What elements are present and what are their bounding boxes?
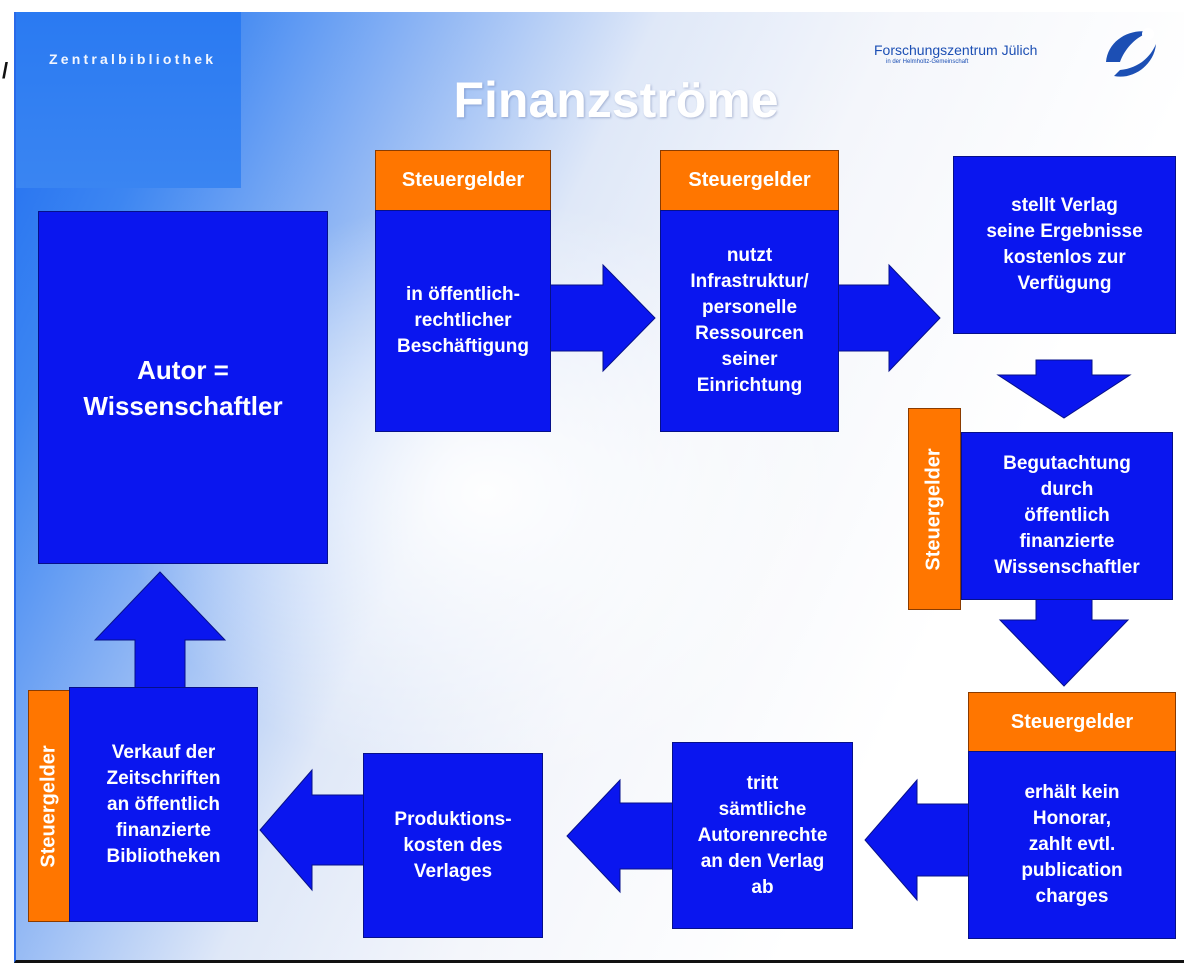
corner-panel [16, 12, 241, 188]
arrow-employment-to-infrastructure [547, 263, 656, 373]
arrow-review-to-nofee [998, 597, 1130, 687]
edge-mark: / [2, 58, 9, 83]
arrow-publisher-to-review [996, 359, 1132, 419]
juelich-logo-icon [1106, 28, 1156, 77]
arrow-nofee-to-rights [864, 778, 973, 902]
organization-subtitle: in der Helmholtz-Gemeinschaft [886, 59, 969, 65]
infrastructure-box: nutzt Infrastruktur/ personelle Ressourc… [660, 210, 839, 432]
tag-steuergelder-nofee: Steuergelder [968, 692, 1176, 752]
arrow-sale-to-author [93, 571, 227, 691]
employment-box: in öffentlich- rechtlicher Beschäftigung [375, 210, 551, 432]
tag-steuergelder-infrastructure: Steuergelder [660, 150, 839, 211]
tag-steuergelder-sale: Steuergelder [28, 690, 70, 922]
tag-steuergelder-review-label: Steuergelder [923, 447, 946, 571]
tag-steuergelder-employment: Steuergelder [375, 150, 551, 211]
no-fee-box: erhält kein Honorar, zahlt evtl. publica… [968, 751, 1176, 939]
slide-title: Finanzströme [453, 72, 779, 128]
organization-name: Forschungszentrum Jülich [874, 42, 1038, 58]
sale-box: Verkauf der Zeitschriften an öffentlich … [69, 687, 258, 922]
peer-review-box: Begutachtung durch öffentlich finanziert… [961, 432, 1173, 600]
rights-box: tritt sämtliche Autorenrechte an den Ver… [672, 742, 853, 929]
publisher-free-box: stellt Verlag seine Ergebnisse kostenlos… [953, 156, 1176, 334]
arrow-production-to-sale [259, 768, 367, 892]
arrow-infrastructure-to-publisher [835, 263, 941, 373]
tag-steuergelder-sale-label: Steuergelder [37, 744, 60, 868]
tag-steuergelder-review: Steuergelder [908, 408, 961, 610]
department-label: Zentralbibliothek [49, 51, 217, 67]
arrow-rights-to-production [566, 778, 677, 894]
author-box: Autor = Wissenschaftler [38, 211, 328, 564]
production-box: Produktions- kosten des Verlages [363, 753, 543, 938]
